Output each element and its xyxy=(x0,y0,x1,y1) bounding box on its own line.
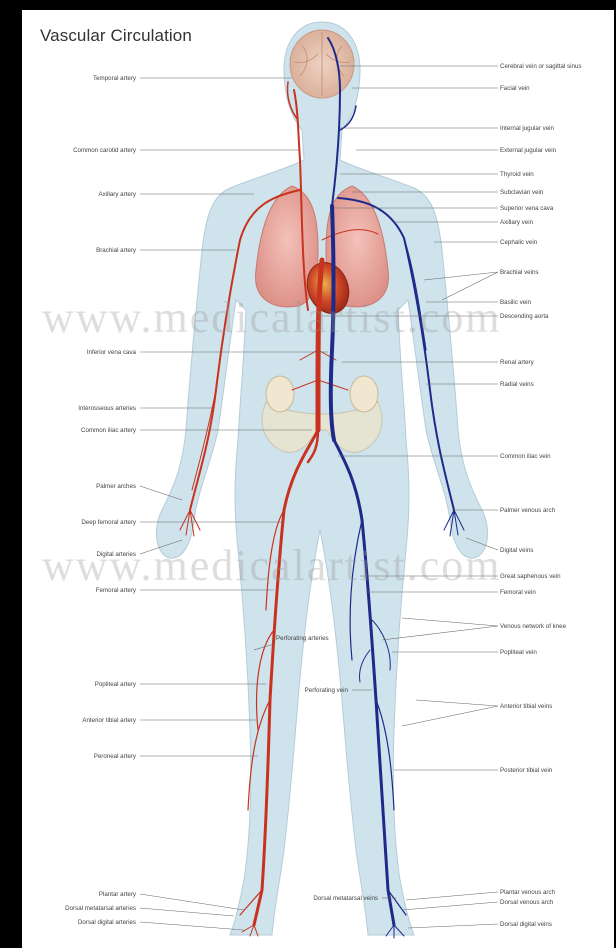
label-superior-vena-cava: Superior vena cava xyxy=(500,205,554,212)
label-cephalic-vein: Cephalic vein xyxy=(500,239,538,246)
label-palmer-arches: Palmer arches xyxy=(96,483,136,490)
label-popliteal-artery: Popliteal artery xyxy=(95,681,137,688)
vascular-diagram: Temporal artery Common carotid artery Ax… xyxy=(22,10,614,948)
label-deep-femoral-artery: Deep femoral artery xyxy=(81,519,137,526)
left-labels: Temporal artery Common carotid artery Ax… xyxy=(65,75,137,926)
right-labels: Cerebral vein or sagittal sinus Facial v… xyxy=(500,63,582,928)
watermark-upper: www.medicalartist.com xyxy=(42,292,501,343)
label-dorsal-metatarsal-arteries: Dorsal metatarsal arteries xyxy=(65,905,136,912)
label-perforating-arteries: Perforating arteries xyxy=(276,635,329,642)
label-anterior-tibial-veins: Anterior tibial veins xyxy=(500,703,552,710)
figure-frame: Temporal artery Common carotid artery Ax… xyxy=(22,10,614,948)
label-common-iliac-artery: Common iliac artery xyxy=(81,427,137,434)
label-dorsal-digital-veins: Dorsal digital veins xyxy=(500,921,552,928)
label-femoral-vein: Femoral vein xyxy=(500,589,536,596)
label-plantar-artery: Plantar artery xyxy=(99,891,137,898)
label-brachial-artery: Brachial artery xyxy=(96,247,137,254)
label-dorsal-metatarsal-veins: Dorsal metatarsal veins xyxy=(313,895,378,902)
label-digital-veins: Digital veins xyxy=(500,547,533,554)
label-great-saphenous-vein: Great saphenous vein xyxy=(500,573,561,580)
label-radial-veins: Radial veins xyxy=(500,381,534,388)
label-inferior-vena-cava: Inferior vena cava xyxy=(87,349,137,356)
label-dorsal-digital-arteries: Dorsal digital arteries xyxy=(78,919,136,926)
label-popliteal-vein: Popliteal vein xyxy=(500,649,537,656)
label-descending-aorta: Descending aorta xyxy=(500,313,549,320)
label-perforating-vein: Perforating vein xyxy=(305,687,349,694)
body-silhouette xyxy=(156,22,487,935)
label-peroneal-artery: Peroneal artery xyxy=(94,753,137,760)
label-basilic-vein: Basilic vein xyxy=(500,299,532,306)
label-renal-artery: Renal artery xyxy=(500,359,535,366)
label-facial-vein: Facial vein xyxy=(500,85,530,92)
label-venous-network-of-knee: Venous network of knee xyxy=(500,623,567,630)
brain xyxy=(290,30,354,98)
label-common-carotid-artery: Common carotid artery xyxy=(73,147,137,154)
label-brachial-veins: Brachial veins xyxy=(500,269,539,276)
label-dorsal-venous-arch: Dorsal venous arch xyxy=(500,899,554,906)
label-interosseous-arteries: Interosseous arteries xyxy=(78,405,136,412)
label-external-jugular-vein: External jugular vein xyxy=(500,147,557,154)
label-axillary-artery: Axillary artery xyxy=(99,191,137,198)
figure-title: Vascular Circulation xyxy=(40,26,192,46)
label-temporal-artery: Temporal artery xyxy=(93,75,137,82)
label-plantar-venous-arch: Plantar venous arch xyxy=(500,889,556,896)
label-thyroid-vein: Thyroid vein xyxy=(500,171,534,178)
label-palmer-venous-arch: Palmer venous arch xyxy=(500,507,556,514)
label-common-iliac-vein: Common iliac vein xyxy=(500,453,551,460)
label-cerebral-vein: Cerebral vein or sagittal sinus xyxy=(500,63,582,70)
label-subclavian-vein: Subclavian vein xyxy=(500,189,544,196)
label-anterior-tibial-artery: Anterior tibial artery xyxy=(82,717,137,724)
label-axillary-vein: Axillary vein xyxy=(500,219,534,226)
watermark-lower: www.medicalartist.com xyxy=(42,540,501,591)
label-posterior-tibial-vein: Posterior tibial vein xyxy=(500,767,553,774)
label-internal-jugular-vein: Internal jugular vein xyxy=(500,125,555,132)
